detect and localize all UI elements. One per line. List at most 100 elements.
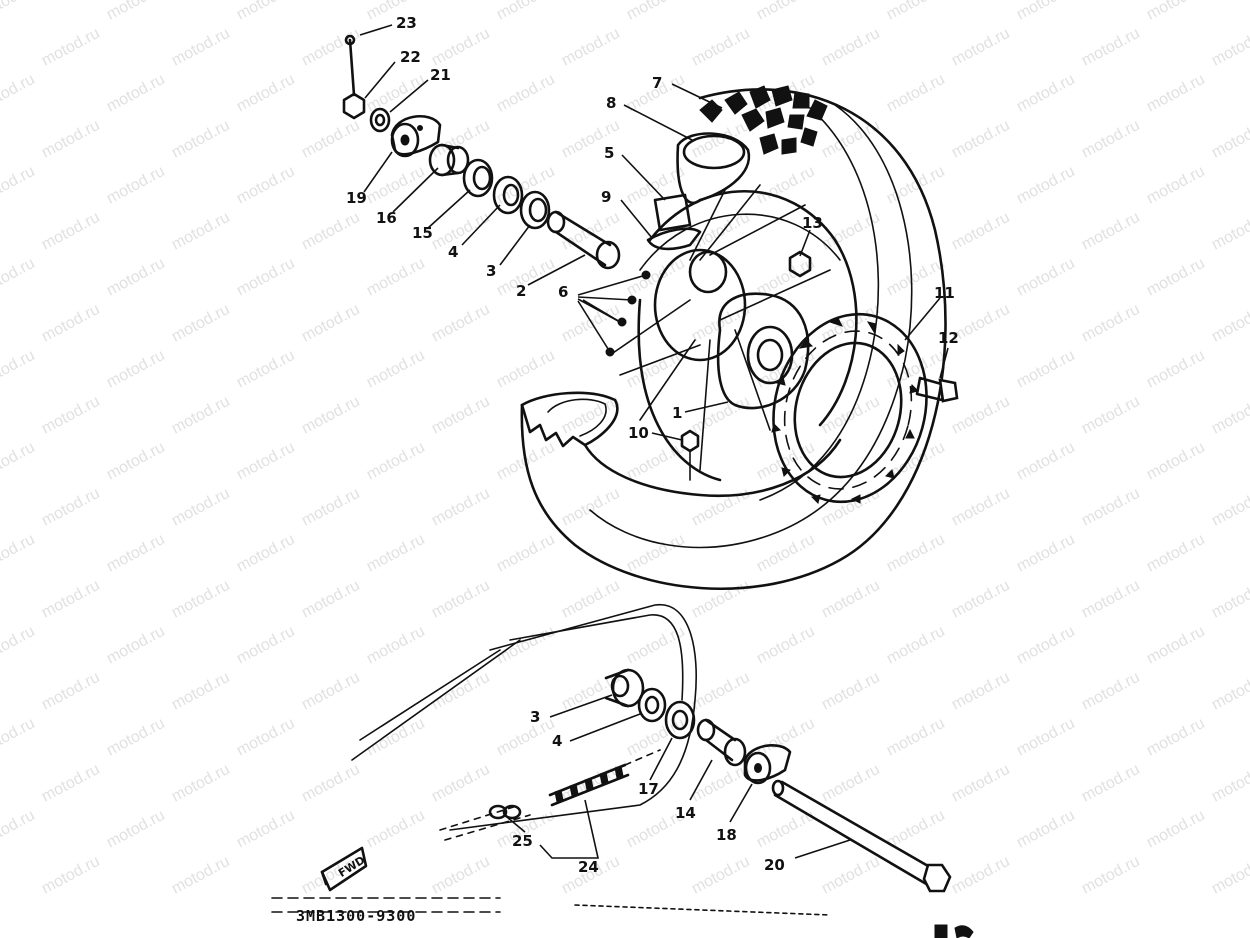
watermark-text: motod.ru: [1144, 623, 1208, 668]
oil-seal-17: [664, 700, 696, 740]
watermark-text: motod.ru: [1209, 761, 1250, 806]
watermark-text: motod.ru: [234, 623, 298, 668]
watermark-text: motod.ru: [1209, 485, 1250, 530]
watermark-text: motod.ru: [0, 163, 38, 208]
watermark-text: motod.ru: [819, 117, 883, 162]
tire: [520, 85, 947, 591]
callout-23: 23: [396, 14, 417, 32]
watermark-text: motod.ru: [1144, 163, 1208, 208]
watermark-text: motod.ru: [0, 0, 38, 24]
callout-6: 6: [558, 283, 568, 301]
callout-2: 2: [516, 282, 526, 300]
watermark-text: motod.ru: [39, 669, 103, 714]
watermark-text: motod.ru: [364, 255, 428, 300]
watermark-text: motod.ru: [884, 0, 948, 24]
watermark-text: motod.ru: [689, 393, 753, 438]
watermark-text: motod.ru: [559, 301, 623, 346]
watermark-text: motod.ru: [1209, 393, 1250, 438]
callout-5: 5: [604, 144, 614, 162]
diagram-code: 3MB1300-9300: [296, 907, 416, 925]
watermark-text: motod.ru: [234, 255, 298, 300]
watermark-text: motod.ru: [39, 393, 103, 438]
watermark-text: motod.ru: [169, 117, 233, 162]
watermark-text: motod.ru: [0, 71, 38, 116]
watermark-text: motod.ru: [429, 25, 493, 70]
watermark-text: motod.ru: [559, 209, 623, 254]
watermark-text: motod.ru: [1209, 853, 1250, 898]
watermark-text: motod.ru: [559, 485, 623, 530]
watermark-text: motod.ru: [1209, 577, 1250, 622]
watermark-text: motod.ru: [169, 577, 233, 622]
sprocket-nut: [680, 429, 700, 481]
watermark-text: motod.ru: [234, 807, 298, 852]
watermark-text: motod.ru: [104, 71, 168, 116]
watermark-text: motod.ru: [1079, 209, 1143, 254]
watermark-text: motod.ru: [104, 0, 168, 24]
callout-13: 13: [802, 214, 823, 232]
watermark-text: motod.ru: [429, 761, 493, 806]
watermark-text: motod.ru: [689, 669, 753, 714]
watermark-text: motod.ru: [1144, 531, 1208, 576]
watermark-text: motod.ru: [494, 623, 558, 668]
callout-4: 4: [552, 732, 562, 750]
callout-19: 19: [346, 189, 367, 207]
watermark-text: motod.ru: [234, 715, 298, 760]
watermark-text: motod.ru: [364, 163, 428, 208]
watermark-text: motod.ru: [494, 71, 558, 116]
watermark-text: motod.ru: [429, 301, 493, 346]
watermark-text: motod.ru: [429, 209, 493, 254]
watermark-text: motod.ru: [169, 485, 233, 530]
watermark-text: motod.ru: [234, 531, 298, 576]
watermark-text: motod.ru: [1144, 71, 1208, 116]
watermark-text: motod.ru: [429, 577, 493, 622]
watermark-text: motod.ru: [1014, 531, 1078, 576]
watermark-text: motod.ru: [0, 439, 38, 484]
watermark-text: motod.ru: [39, 761, 103, 806]
watermark-text: motod.ru: [949, 393, 1013, 438]
collar-16: [428, 143, 470, 177]
watermark-text: motod.ru: [299, 301, 363, 346]
watermark-text: motod.ru: [559, 25, 623, 70]
watermark-text: motod.ru: [1079, 761, 1143, 806]
watermark-text: motod.ru: [1014, 163, 1078, 208]
callout-12: 12: [938, 329, 959, 347]
bearing-3-upper: [519, 190, 551, 230]
watermark-text: motod.ru: [234, 439, 298, 484]
callout-1: 1: [672, 404, 682, 422]
watermark-text: motod.ru: [104, 807, 168, 852]
callout-18: 18: [716, 826, 737, 844]
watermark-text: motod.ru: [1209, 301, 1250, 346]
watermark-text: motod.ru: [1014, 715, 1078, 760]
chain-puller-left: [390, 115, 442, 158]
watermark-text: motod.ru: [169, 761, 233, 806]
watermark-text: motod.ru: [104, 715, 168, 760]
leader-lines: [359, 24, 949, 859]
watermark-text: motod.ru: [884, 531, 948, 576]
callout-3: 3: [486, 262, 496, 280]
callout-22: 22: [400, 48, 421, 66]
callout-25: 25: [512, 832, 533, 850]
watermark-text: motod.ru: [949, 209, 1013, 254]
callout-8: 8: [606, 94, 616, 112]
watermark-layer: motod.ru motod.ru motod.ru motod.ru motod.ru…: [0, 0, 1250, 898]
watermark-text: motod.ru: [1144, 439, 1208, 484]
watermark-text: motod.ru: [494, 0, 558, 24]
watermark-text: motod.ru: [39, 485, 103, 530]
watermark-text: motod.ru: [169, 209, 233, 254]
watermark-text: motod.ru: [819, 669, 883, 714]
diagram-code-block: 3MB1300-9300: [271, 897, 974, 938]
oil-seal-15: [462, 158, 494, 198]
watermark-text: motod.ru: [299, 669, 363, 714]
watermark-text: motod.ru: [819, 25, 883, 70]
watermark-text: motod.ru: [689, 577, 753, 622]
watermark-text: motod.ru: [689, 25, 753, 70]
callout-10: 10: [628, 424, 649, 442]
watermark-text: motod.ru: [559, 577, 623, 622]
watermark-text: motod.ru: [1014, 71, 1078, 116]
watermark-text: motod.ru: [364, 71, 428, 116]
watermark-text: motod.ru: [494, 531, 558, 576]
watermark-text: motod.ru: [494, 347, 558, 392]
watermark-text: motod.ru: [39, 301, 103, 346]
cotter-pin: [344, 34, 356, 97]
watermark-text: motod.ru: [39, 577, 103, 622]
